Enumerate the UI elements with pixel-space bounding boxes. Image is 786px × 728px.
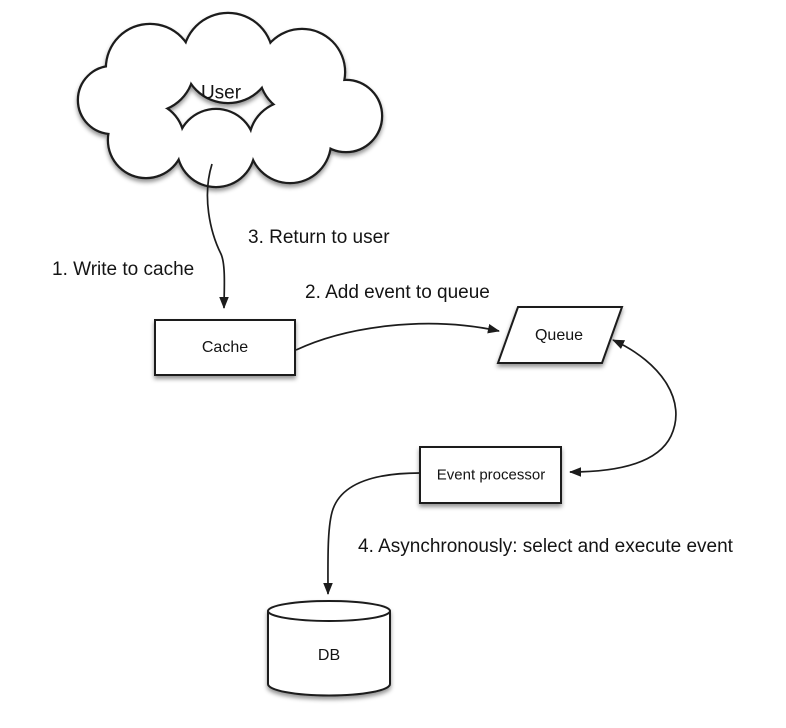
edge-user-to-cache-arrow [206,163,229,309]
edge-cache-to-queue-arrow [295,322,500,351]
step-2-label: 2. Add event to queue [305,282,490,303]
cache-label: Cache [201,339,249,356]
edge-event-processor-to-db-arrow [323,472,421,595]
step-1-label: 1. Write to cache [52,259,195,280]
step-3-label: 3. Return to user [248,227,390,248]
db-cylinder-shape [267,600,391,697]
user-label: User [200,82,242,104]
edge-queue-event-processor-arrow [569,339,677,477]
user-cloud-shape [76,11,384,189]
step-4-label: 4. Asynchronously: select and execute ev… [358,536,733,557]
event-processor-box-shape [419,446,562,504]
queue-label: Queue [534,327,584,344]
cache-box-shape [154,319,296,376]
event-processor-label: Event processor [436,466,546,484]
db-label: DB [317,647,341,664]
